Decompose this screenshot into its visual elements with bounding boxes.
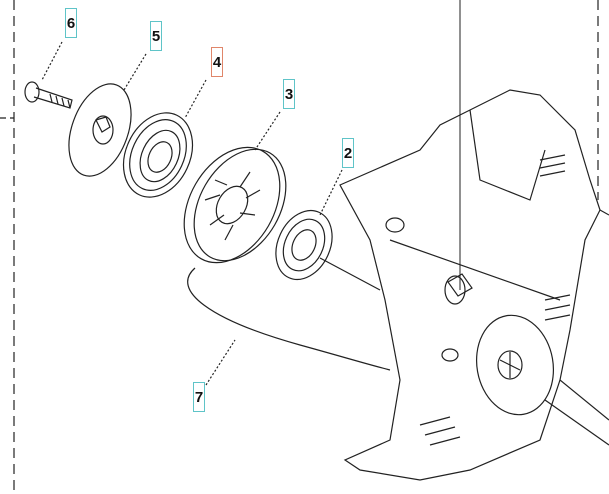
rope-pulley-part — [183, 146, 287, 264]
washer-plate-part — [68, 83, 132, 177]
callout-7[interactable]: 7 — [193, 382, 205, 412]
spring-part — [275, 209, 381, 291]
callout-5[interactable]: 5 — [150, 21, 162, 51]
starter-rope-part — [187, 267, 391, 371]
bolt-part — [24, 81, 73, 109]
recoil-spring-part — [122, 112, 194, 198]
callout-2[interactable]: 2 — [342, 138, 354, 168]
callout-6[interactable]: 6 — [65, 8, 77, 38]
callout-4[interactable]: 4 — [211, 47, 223, 77]
callout-3[interactable]: 3 — [283, 79, 295, 109]
starter-housing-part — [339, 89, 609, 481]
